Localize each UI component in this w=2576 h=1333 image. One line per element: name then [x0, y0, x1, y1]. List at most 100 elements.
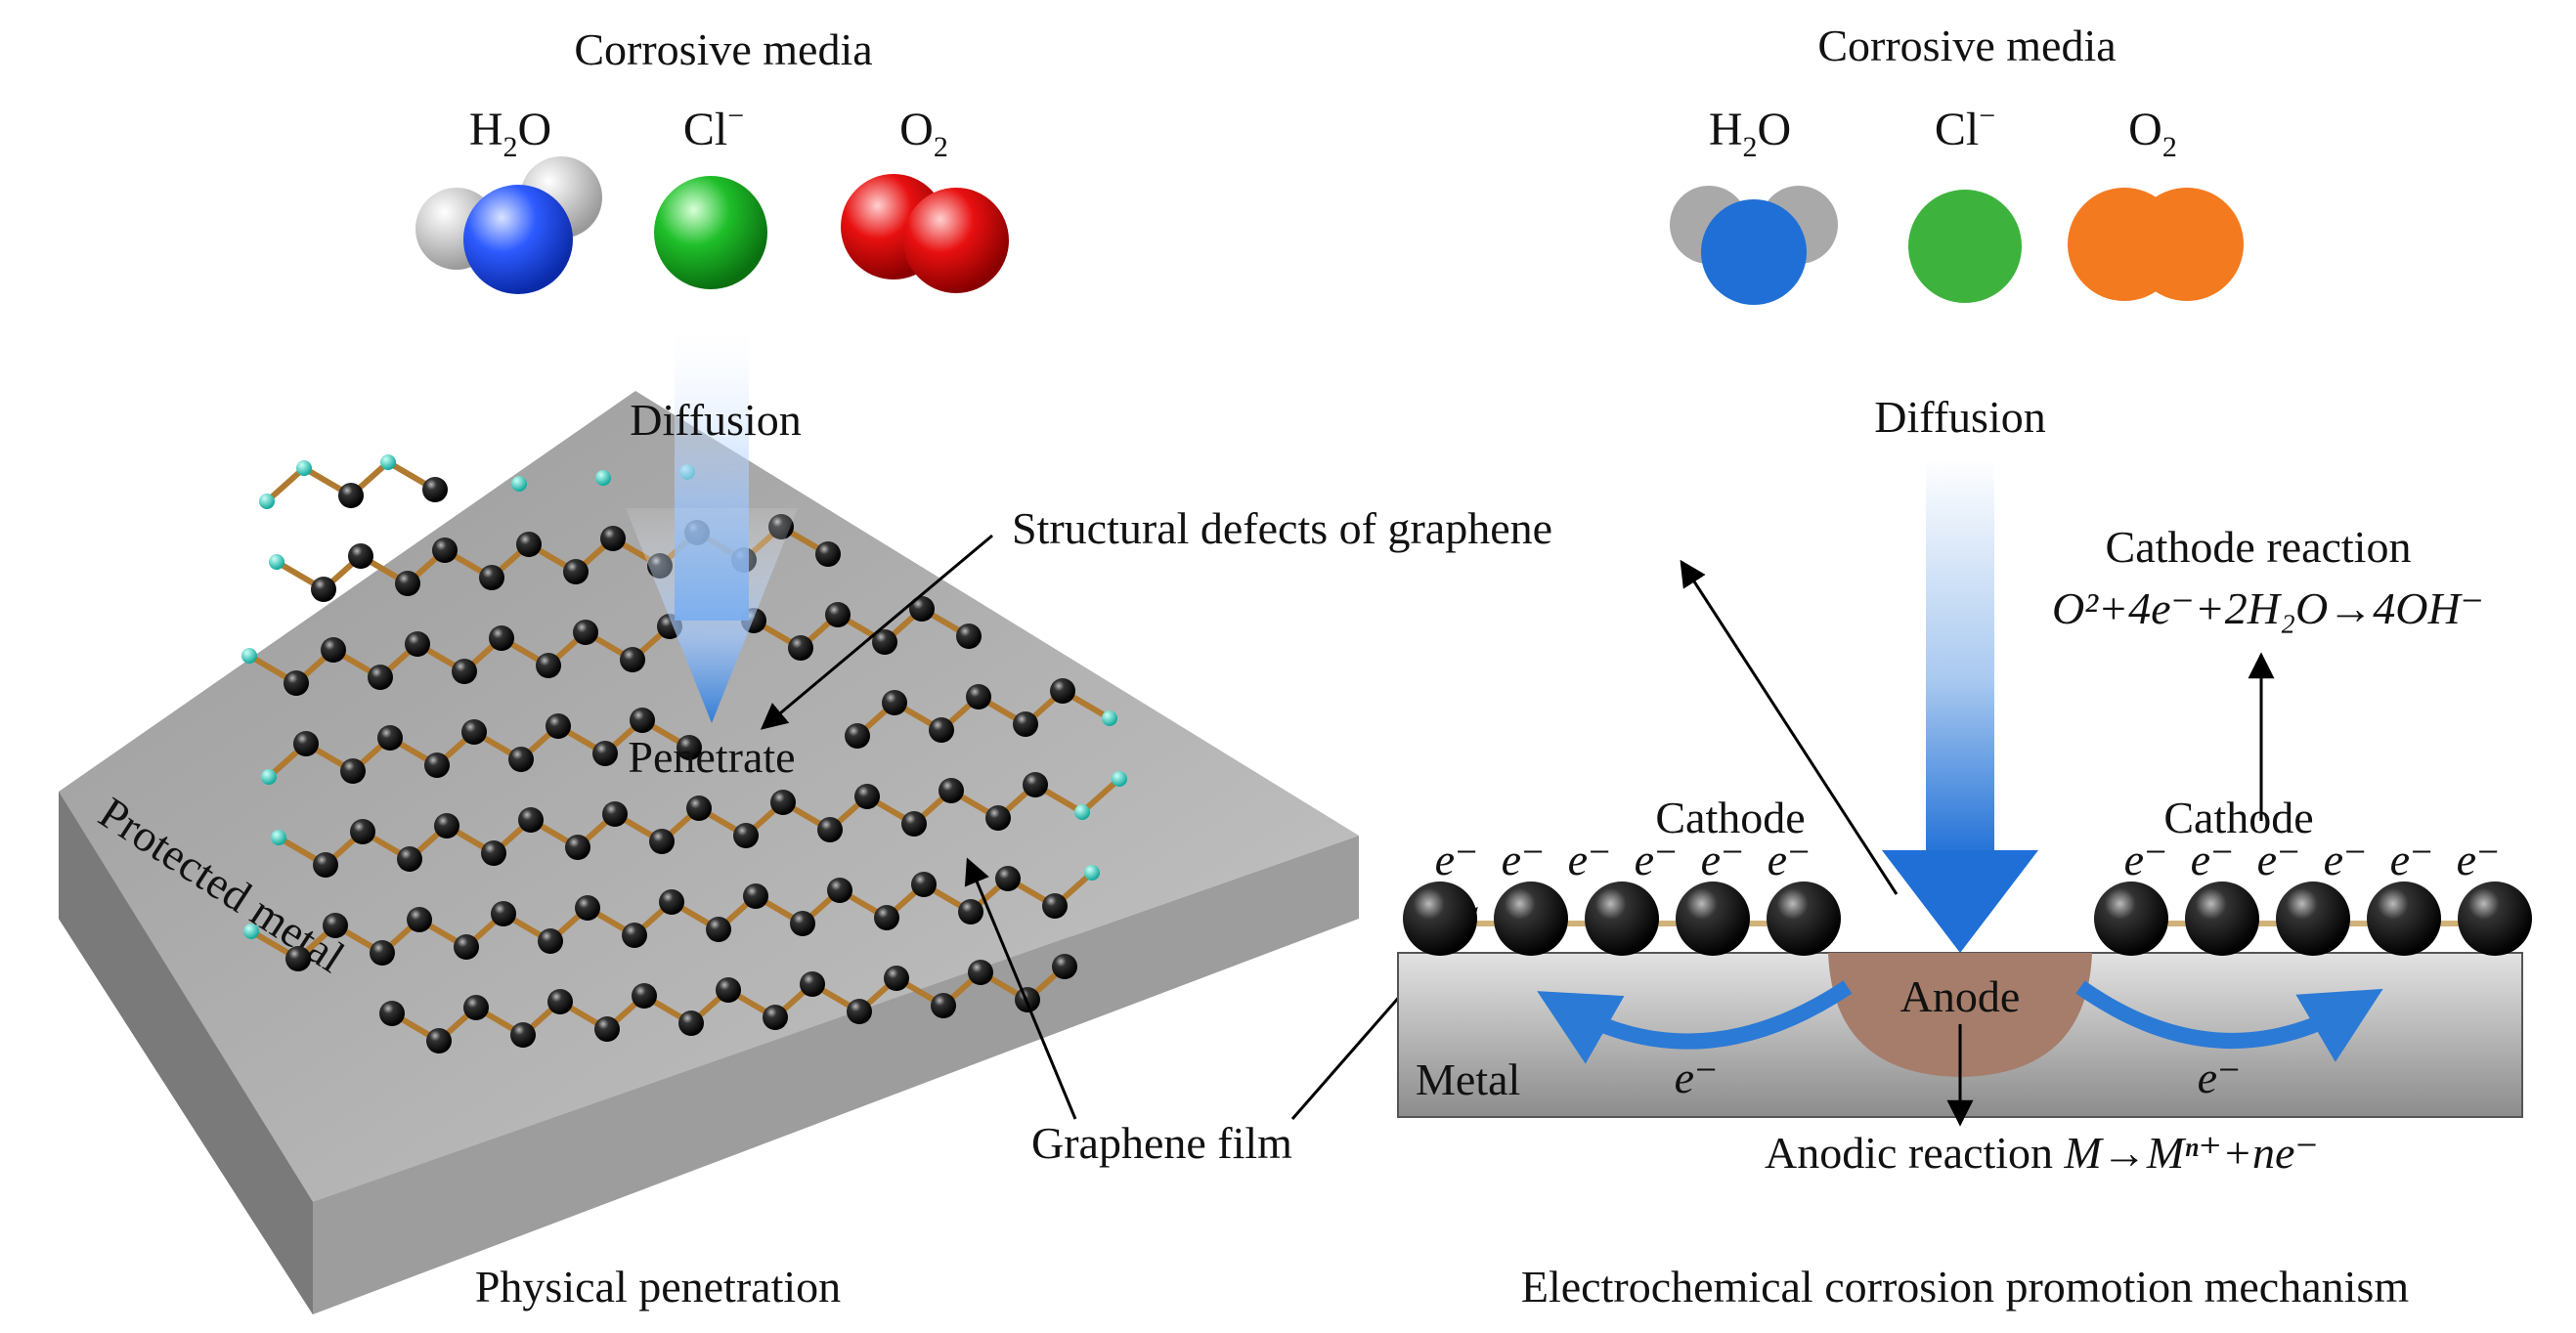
carbon-atom — [348, 543, 373, 569]
cathode-left-label: Cathode — [1655, 793, 1805, 842]
carbon-atom — [790, 911, 815, 936]
carbon-atom — [321, 637, 346, 663]
electron-label: e⁻ — [2324, 835, 2368, 884]
carbon-atom — [432, 538, 458, 563]
carbon-atom — [770, 790, 796, 815]
carbon-atom — [600, 526, 626, 551]
right-caption: Electrochemical corrosion promotion mech… — [1521, 1262, 2409, 1312]
left-electron-flow-arrow — [1537, 980, 1853, 1064]
left-flow-electron: e⁻ — [1675, 1053, 1719, 1102]
anode-region — [1828, 953, 2092, 1077]
carbon-atom — [426, 1028, 452, 1054]
carbon-atom — [847, 999, 872, 1024]
left-caption: Physical penetration — [475, 1262, 841, 1312]
right-electron-flow-arrow — [2075, 980, 2383, 1062]
hydrogen-atom — [380, 454, 396, 470]
carbon-atom — [845, 723, 870, 749]
right-water-icon — [1670, 186, 1838, 305]
carbon-atom — [489, 625, 514, 651]
carbon-atom — [1042, 893, 1068, 919]
carbon-atom — [370, 940, 395, 966]
structural-defects-label: Structural defects of graphene — [1012, 503, 1552, 553]
right-electron-labels: e⁻e⁻e⁻e⁻e⁻e⁻ — [2124, 835, 2501, 884]
film-pointer-left — [964, 857, 1077, 1120]
carbon-atom — [510, 1022, 536, 1048]
left-water-label: H2O — [469, 104, 551, 163]
right-oxygen-label: O2 — [2128, 104, 2177, 163]
carbon-atom — [379, 1001, 405, 1026]
metal-label: Metal — [1416, 1054, 1520, 1104]
carbon-atom — [800, 971, 825, 997]
carbon-atom — [716, 977, 741, 1003]
hydrogen-atom — [261, 769, 277, 785]
carbon-atom — [491, 901, 516, 926]
right-cathode-atoms — [2094, 882, 2532, 956]
electron-label: e⁻ — [1701, 835, 1745, 884]
carbon-atom — [632, 983, 657, 1009]
carbon-atom — [594, 1016, 620, 1042]
electron-label: e⁻ — [2390, 835, 2434, 884]
defects-pointer-right — [1680, 559, 1899, 895]
carbon-atom — [454, 934, 479, 960]
carbon-atom — [397, 846, 422, 872]
carbon-atom — [508, 747, 534, 772]
carbon-atom — [284, 670, 309, 696]
carbon-atom — [547, 989, 573, 1014]
left-chloride-label: Cl− — [683, 100, 744, 155]
right-chloride-icon — [1908, 190, 2022, 303]
carbon-atom — [686, 796, 712, 821]
carbon-atom — [706, 917, 731, 942]
carbon-atom — [649, 829, 675, 854]
anode-label: Anode — [1900, 971, 2021, 1021]
carbon-atom — [901, 811, 927, 837]
hydrogen-atom — [595, 470, 611, 486]
hydrogen-atom — [271, 830, 286, 845]
carbon-atom — [939, 778, 964, 803]
carbon-atom — [956, 624, 982, 649]
carbon-atom — [395, 571, 420, 596]
electron-label: e⁻ — [1635, 835, 1679, 884]
left-water-icon — [415, 156, 602, 294]
penetrate-label: Penetrate — [628, 732, 795, 782]
carbon-atom — [461, 719, 487, 745]
left-oxygen-label: O2 — [899, 104, 948, 163]
carbon-atom — [620, 647, 645, 672]
carbon-atom — [338, 483, 364, 508]
carbon-atom — [546, 713, 571, 739]
carbon-atom — [424, 752, 450, 778]
carbon-atom — [377, 725, 403, 751]
right-diffusion-label: Diffusion — [1874, 392, 2046, 442]
hydrogen-atom — [241, 648, 257, 664]
left-diffusion-label: Diffusion — [630, 395, 802, 445]
carbon-atom — [536, 653, 561, 678]
carbon-atom — [285, 946, 311, 971]
carbon-atom — [630, 708, 655, 733]
carbon-atom — [463, 995, 489, 1020]
carbon-atom — [340, 758, 366, 784]
carbon-atom — [1013, 711, 1038, 737]
carbon-atom — [874, 905, 899, 930]
carbon-atom — [911, 872, 937, 897]
right-molecule-labels: H2O Cl− O2 — [1709, 100, 2177, 163]
carbon-atom — [368, 665, 393, 690]
carbon-atom — [434, 813, 459, 838]
electron-label: e⁻ — [2257, 835, 2301, 884]
hydrogen-atom — [243, 924, 259, 939]
carbon-atom — [763, 1005, 788, 1030]
carbon-atom — [1052, 954, 1077, 979]
carbon-atom — [788, 635, 813, 661]
hydrogen-atom — [259, 494, 275, 509]
carbon-atom — [407, 907, 432, 932]
carbon-atom — [575, 895, 600, 921]
carbon-atom — [311, 577, 336, 602]
electron-label: e⁻ — [1502, 835, 1546, 884]
carbon-atom — [1015, 987, 1040, 1012]
left-diffusion-arrow — [626, 327, 798, 723]
right-heading: Corrosive media — [1817, 21, 2116, 70]
electron-label: e⁻ — [1435, 835, 1479, 884]
carbon-atom — [815, 541, 841, 567]
hydrogen-atom — [511, 476, 527, 492]
carbon-atom — [931, 993, 956, 1018]
left-chloride-icon — [654, 176, 767, 289]
electron-label: e⁻ — [1568, 835, 1612, 884]
